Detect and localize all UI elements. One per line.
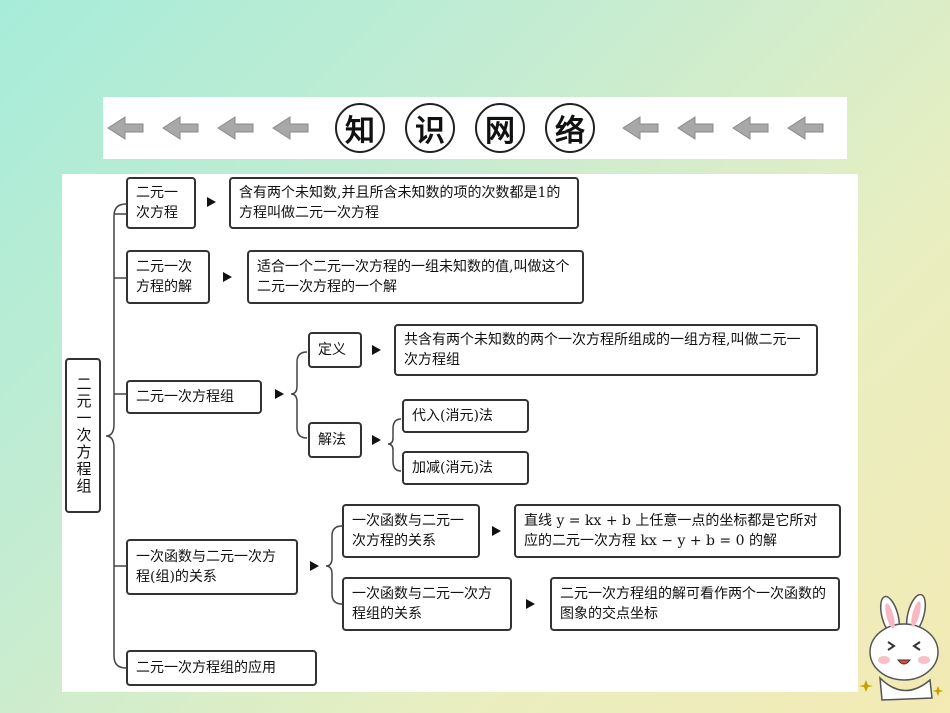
title-banner: 知 识 网 络 xyxy=(103,97,847,159)
root-node: 二元一次方程组 xyxy=(65,358,101,513)
rabbit-mascot-icon xyxy=(860,594,944,701)
application-node: 二元一次方程组的应用 xyxy=(126,650,317,686)
relation-1-label: 一次函数与二元一次方程的关系 xyxy=(342,504,480,558)
relation-2-label: 一次函数与二元一次方程组的关系 xyxy=(342,577,512,631)
title-char-1: 知 xyxy=(335,103,385,153)
system-method-label: 解法 xyxy=(308,422,362,458)
definition-label-node: 二元一次方程 xyxy=(126,177,196,229)
system-label-node: 二元一次方程组 xyxy=(126,380,262,414)
right-arrow-decoration xyxy=(622,116,824,140)
arrow-icon xyxy=(492,526,501,536)
elimination-method-node: 加减(消元)法 xyxy=(402,451,529,485)
arrow-icon xyxy=(372,345,381,355)
arrow-icon xyxy=(275,389,284,399)
arrow-icon xyxy=(223,272,232,282)
title-char-2: 识 xyxy=(405,103,455,153)
title-char-3: 网 xyxy=(475,103,525,153)
arrow-icon xyxy=(372,435,381,445)
left-arrow-decoration xyxy=(107,116,309,140)
solution-text-node: 适合一个二元一次方程的一组未知数的值,叫做这个二元一次方程的一个解 xyxy=(247,250,584,304)
arrow-icon xyxy=(526,599,535,609)
definition-text-node: 含有两个未知数,并且所含未知数的项的次数都是1的方程叫做二元一次方程 xyxy=(229,177,579,229)
relation-2-text: 二元一次方程组的解可看作两个一次函数的图象的交点坐标 xyxy=(550,577,840,631)
solution-label-node: 二元一次方程的解 xyxy=(126,250,210,304)
title-char-4: 络 xyxy=(545,103,595,153)
system-definition-text: 共含有两个未知数的两个一次方程所组成的一组方程,叫做二元一次方程组 xyxy=(394,324,818,376)
relation-label-node: 一次函数与二元一次方程(组)的关系 xyxy=(126,539,298,595)
system-definition-label: 定义 xyxy=(308,332,362,368)
substitution-method-node: 代入(消元)法 xyxy=(402,399,529,433)
arrow-icon xyxy=(207,197,216,207)
arrow-icon xyxy=(310,561,319,571)
mind-map-panel: 二元一次方程组 二元一次方程 含有两个未知数,并且所含未知数的项的次数都是1的方… xyxy=(62,174,858,692)
relation-1-text: 直线 y = kx + b 上任意一点的坐标都是它所对应的二元一次方程 kx −… xyxy=(514,504,841,558)
connector-lines xyxy=(105,203,402,669)
